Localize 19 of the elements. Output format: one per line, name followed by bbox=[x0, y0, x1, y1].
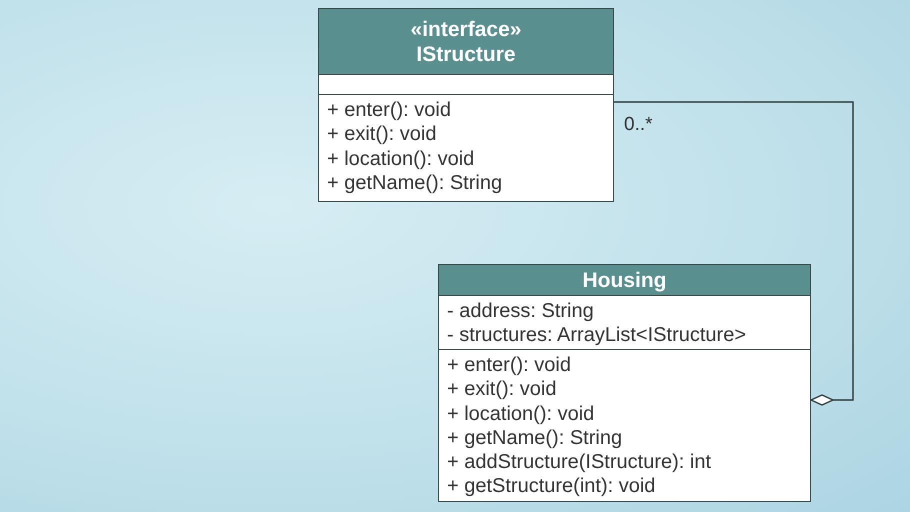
method-text: + exit(): void bbox=[327, 122, 438, 147]
method-text: + location(): void bbox=[327, 146, 476, 171]
class-box bbox=[438, 264, 811, 502]
method-text: + location(): void bbox=[447, 402, 596, 426]
method-text: + getStructure(int): void bbox=[447, 474, 656, 499]
class-box bbox=[318, 8, 614, 202]
method-text: + getName(): String bbox=[327, 170, 504, 196]
method-text: + exit(): void bbox=[447, 377, 558, 402]
class-name: IStructure bbox=[415, 42, 517, 66]
method-text: + addStructure(IStructure): int bbox=[447, 450, 712, 474]
class-name: Housing bbox=[582, 268, 668, 292]
attribute-text: - structures: ArrayList<IStructure> bbox=[447, 323, 747, 348]
multiplicity-label: 0..* bbox=[624, 114, 653, 136]
method-text: + enter(): void bbox=[327, 98, 452, 122]
attribute-text: - address: String bbox=[447, 299, 595, 324]
stereotype-label: «interface» bbox=[410, 16, 522, 42]
method-text: + getName(): String bbox=[447, 426, 624, 450]
method-text: + enter(): void bbox=[447, 353, 572, 378]
aggregation-connector bbox=[614, 101, 854, 406]
